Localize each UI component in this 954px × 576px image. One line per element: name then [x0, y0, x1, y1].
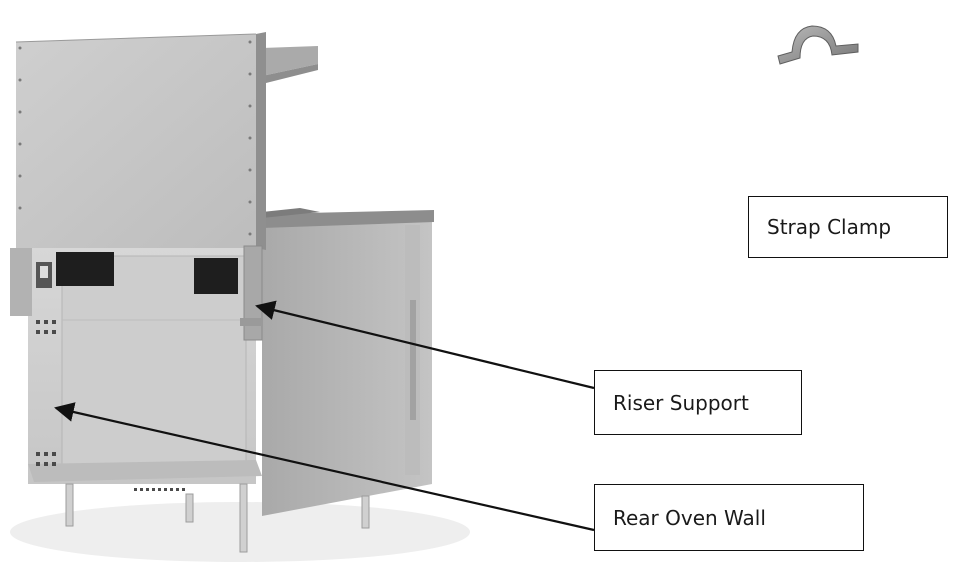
shelf-top [262, 46, 318, 76]
arrow-riser-support [255, 300, 595, 390]
vent-holes [36, 320, 185, 491]
strap-clamp-icon [777, 25, 859, 65]
lower-rear-body [28, 248, 262, 484]
rear-oven-wall-label: Rear Oven Wall [613, 505, 766, 530]
shelf-shadow [262, 64, 318, 84]
left-bracket [10, 248, 52, 316]
arrow-rear-oven-wall [54, 402, 595, 532]
upper-riser-panel [15, 32, 266, 250]
vent-opening-right [194, 258, 238, 294]
vent-opening-left [56, 252, 114, 286]
riser-support-label: Riser Support [613, 390, 749, 415]
cooktop-edge [262, 208, 320, 218]
strap-clamp-label: Strap Clamp [767, 215, 892, 239]
riser-support-callout: Riser Support [594, 370, 802, 435]
range-side [262, 210, 434, 516]
strap-clamp-callout: Strap Clamp [748, 196, 948, 258]
rear-oven-wall-callout: Rear Oven Wall [594, 484, 864, 551]
panel-screws [18, 40, 252, 236]
range-legs [65, 483, 370, 553]
